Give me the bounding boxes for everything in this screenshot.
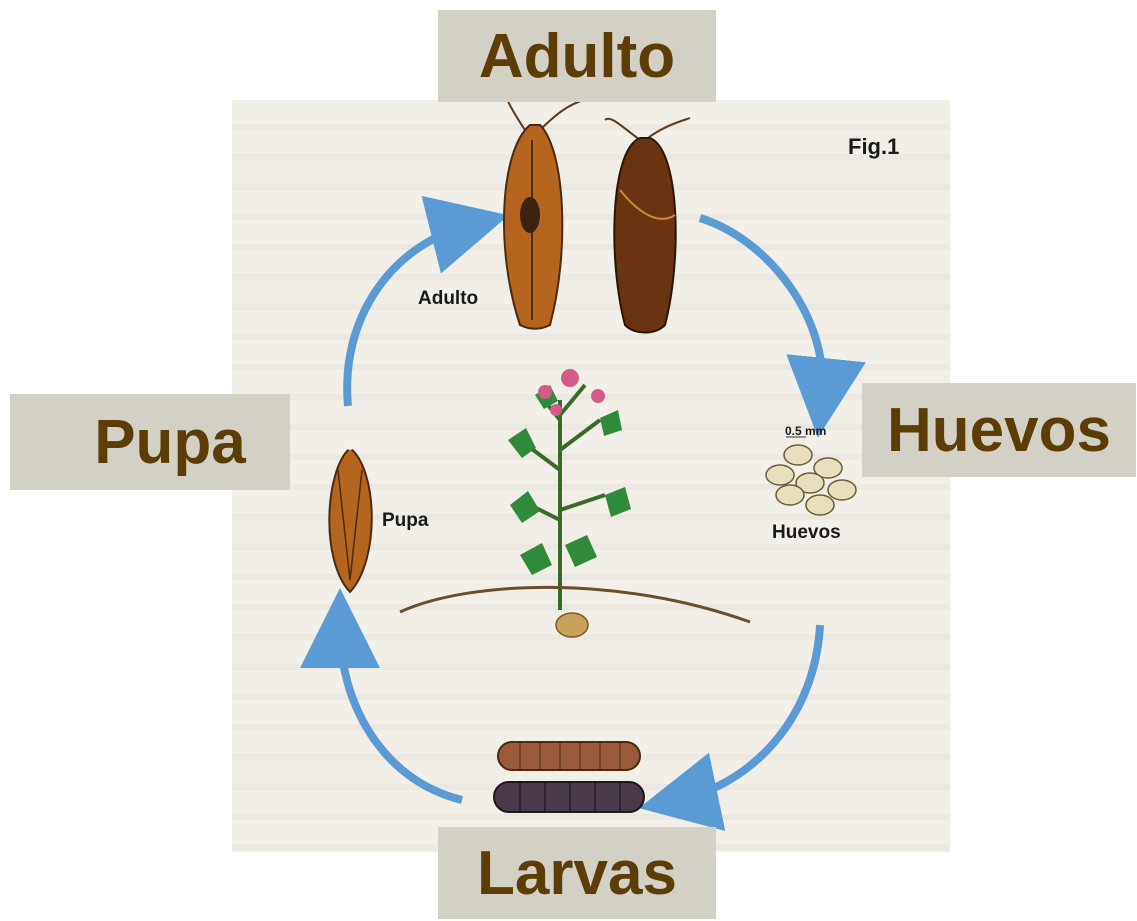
arrow-pupa-to-adulto: [347, 225, 470, 406]
stage-label-larvas: Larvas: [438, 827, 716, 919]
stage-label-huevos: Huevos: [862, 383, 1136, 477]
eggs-drawing: [766, 437, 856, 515]
figure-number: Fig.1: [848, 134, 899, 160]
stage-label-adulto: Adulto: [438, 10, 716, 102]
scale-bar-label: 0.5 mm: [785, 424, 826, 438]
pupa-caption: Pupa: [382, 510, 428, 532]
arrow-larvas-to-pupa: [340, 628, 462, 800]
adult-moth-open: [503, 72, 595, 329]
larvae-drawing: [494, 742, 644, 812]
adulto-caption: Adulto: [418, 288, 478, 310]
adult-moth-closed: [605, 118, 690, 333]
huevos-caption: Huevos: [772, 522, 841, 544]
pupa-drawing: [329, 440, 371, 592]
plant: [400, 369, 750, 637]
arrow-huevos-to-larvas: [678, 625, 820, 800]
arrow-adulto-to-huevos: [700, 218, 823, 398]
stage-label-pupa: Pupa: [10, 394, 290, 490]
